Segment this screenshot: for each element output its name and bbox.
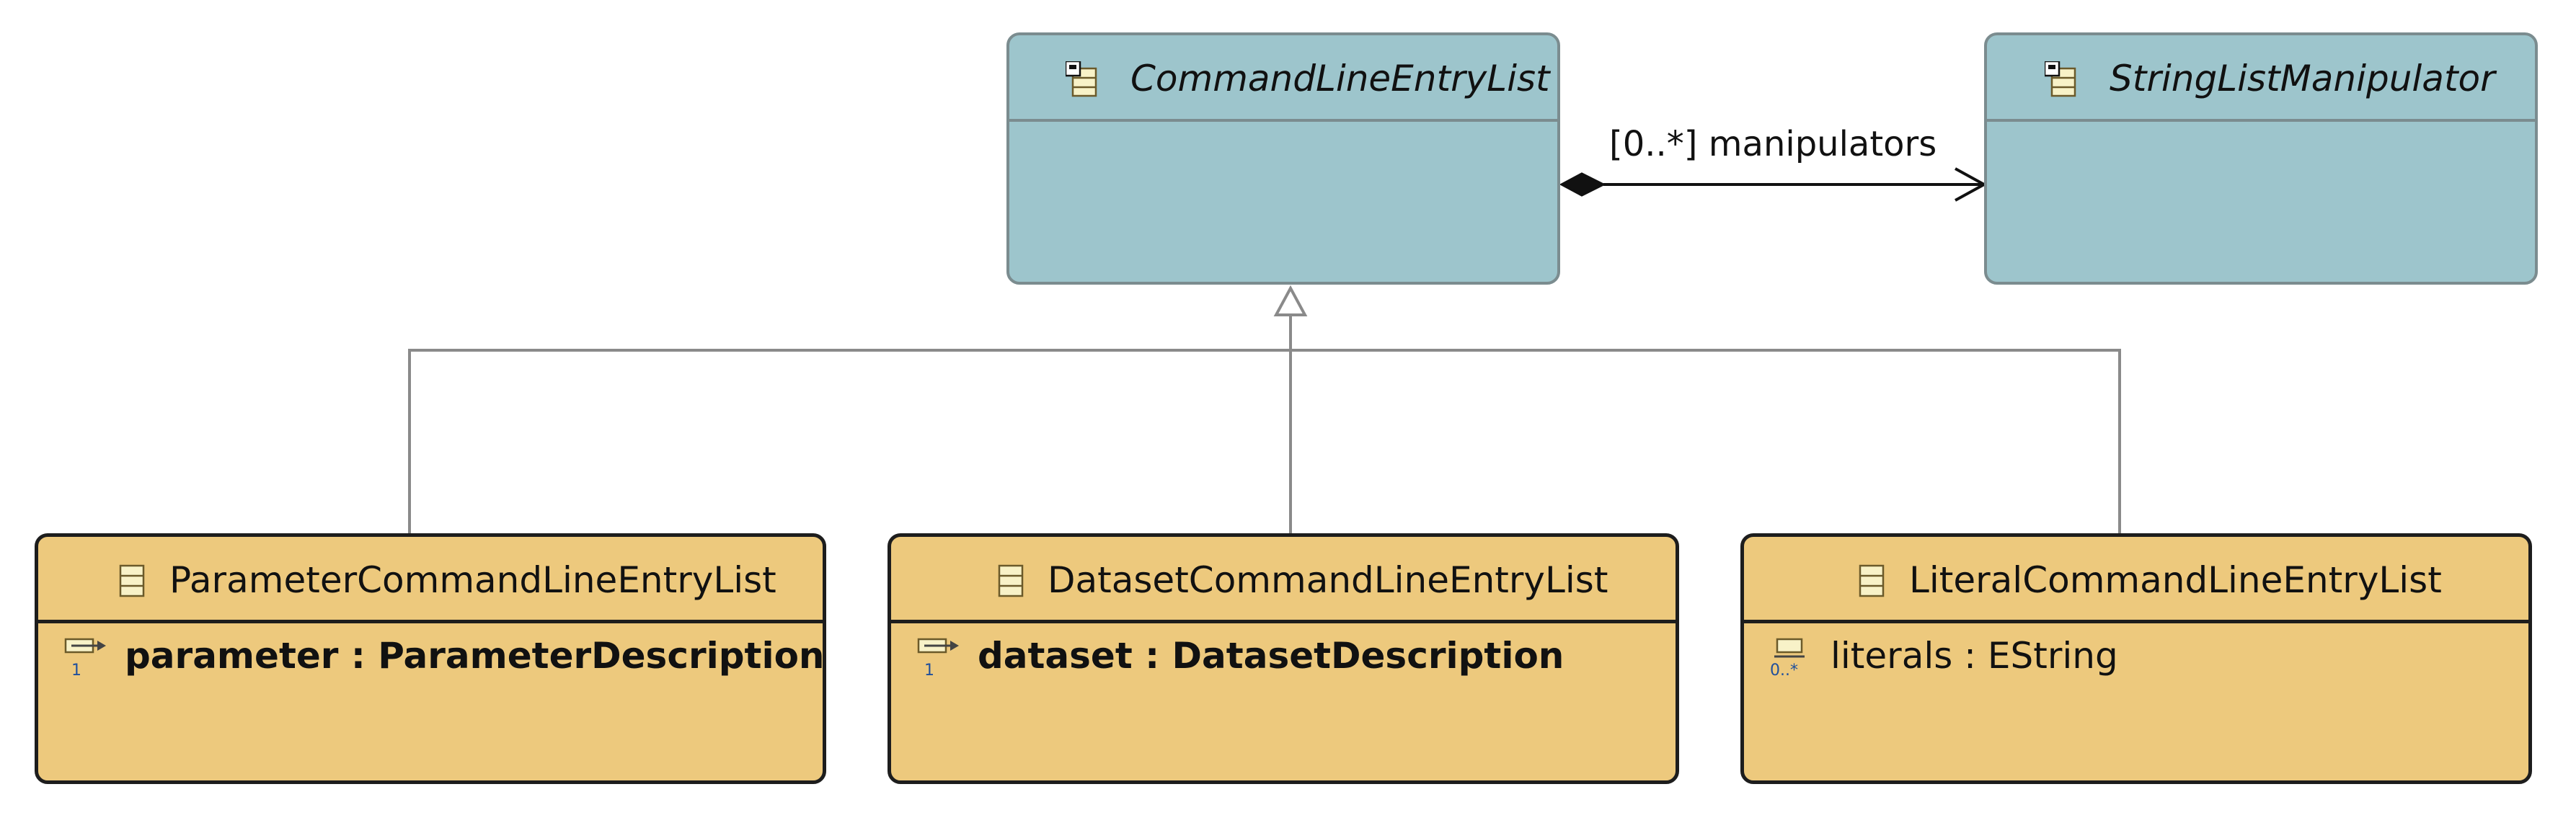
composition-association[interactable] (1559, 167, 1988, 202)
multiplicity-label: 1 (71, 662, 81, 680)
attribute-text: parameter : ParameterDescription (125, 635, 825, 677)
class-name: ParameterCommandLineEntryList (169, 559, 776, 601)
abstract-class-icon (2045, 61, 2076, 97)
reference-attribute-icon: 1 (64, 638, 106, 680)
class-icon (119, 564, 145, 597)
class-name: CommandLineEntryList (1130, 58, 1550, 99)
class-icon (998, 564, 1024, 597)
attribute-icon: 0..* (1770, 638, 1805, 680)
class-command-line-entry-list[interactable]: CommandLineEntryList (1006, 32, 1560, 285)
class-header: LiteralCommandLineEntryList (1744, 537, 2528, 623)
generalization-line-parameter[interactable] (408, 349, 1291, 533)
class-header: StringListManipulator (1987, 35, 2535, 122)
attribute-text: dataset : DatasetDescription (978, 635, 1564, 677)
composition-diamond (1559, 172, 1606, 197)
attribute-row[interactable]: 1 dataset : DatasetDescription (917, 631, 1632, 681)
attribute-text: literals : EString (1831, 635, 2118, 677)
class-name: StringListManipulator (2110, 58, 2495, 99)
class-dataset-command-line-entry-list[interactable]: DatasetCommandLineEntryList 1 dataset : … (888, 533, 1679, 784)
class-name: LiteralCommandLineEntryList (1909, 559, 2442, 601)
class-header: CommandLineEntryList (1009, 35, 1557, 122)
attribute-row[interactable]: 0..* literals : EString (1770, 631, 2485, 681)
class-header: ParameterCommandLineEntryList (38, 537, 823, 623)
class-literal-command-line-entry-list[interactable]: LiteralCommandLineEntryList 0..* literal… (1740, 533, 2532, 784)
generalization-connectors (408, 285, 2121, 533)
reference-attribute-icon: 1 (917, 638, 959, 680)
class-string-list-manipulator[interactable]: StringListManipulator (1984, 32, 2538, 285)
generalization-line-literal[interactable] (1291, 349, 2121, 533)
generalization-arrowhead (1273, 285, 1308, 316)
attribute-row[interactable]: 1 parameter : ParameterDescription (64, 631, 823, 681)
class-name: DatasetCommandLineEntryList (1048, 559, 1608, 601)
class-icon (1859, 564, 1885, 597)
association-label: [0..*] manipulators (1609, 124, 1937, 164)
class-header: DatasetCommandLineEntryList (891, 537, 1676, 623)
abstract-class-icon (1066, 61, 1097, 97)
multiplicity-label: 1 (924, 662, 934, 680)
multiplicity-label: 0..* (1770, 662, 1798, 680)
class-parameter-command-line-entry-list[interactable]: ParameterCommandLineEntryList 1 paramete… (35, 533, 826, 784)
